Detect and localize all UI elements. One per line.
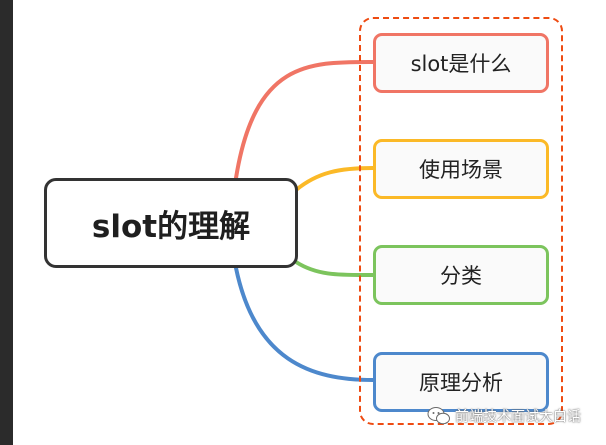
- node-categories-label: 分类: [440, 264, 482, 288]
- node-slot-what[interactable]: slot是什么: [373, 33, 549, 93]
- node-slot-what-label: slot是什么: [410, 52, 512, 76]
- connector-slot-what: [234, 59, 375, 180]
- watermark: 前端技术面试大白话: [427, 404, 581, 428]
- node-categories[interactable]: 分类: [373, 245, 549, 305]
- node-principle[interactable]: 原理分析: [373, 352, 549, 412]
- root-node[interactable]: slot的理解: [44, 178, 298, 268]
- watermark-text: 前端技术面试大白话: [455, 409, 581, 425]
- root-node-label: slot的理解: [91, 208, 251, 245]
- node-principle-label: 原理分析: [419, 371, 503, 395]
- connector-principle: [234, 266, 375, 382]
- node-use-cases-label: 使用场景: [419, 158, 503, 182]
- children-group-box: [359, 17, 563, 425]
- connector-use-cases: [294, 166, 375, 192]
- connector-categories: [294, 260, 375, 278]
- node-use-cases[interactable]: 使用场景: [373, 139, 549, 199]
- left-edge-bar: [0, 0, 13, 445]
- wechat-icon: [427, 407, 450, 425]
